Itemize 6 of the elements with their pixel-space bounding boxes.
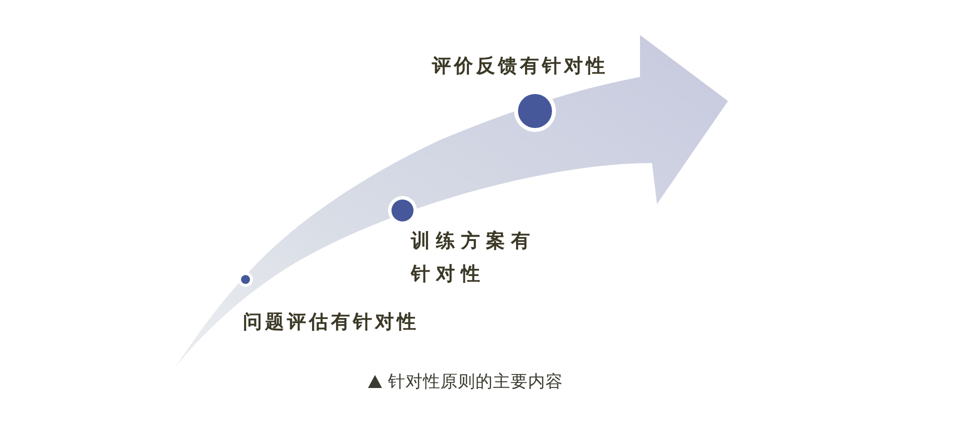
timeline-dot (238, 272, 252, 286)
figure-caption: 针对性原则的主要内容 (388, 370, 563, 392)
timeline-dot (388, 196, 416, 224)
step-label: 评价反馈有针对性 (432, 54, 609, 79)
step-label: 训练方案有针对性 (411, 229, 537, 287)
step-label: 问题评估有针对性 (243, 310, 420, 335)
